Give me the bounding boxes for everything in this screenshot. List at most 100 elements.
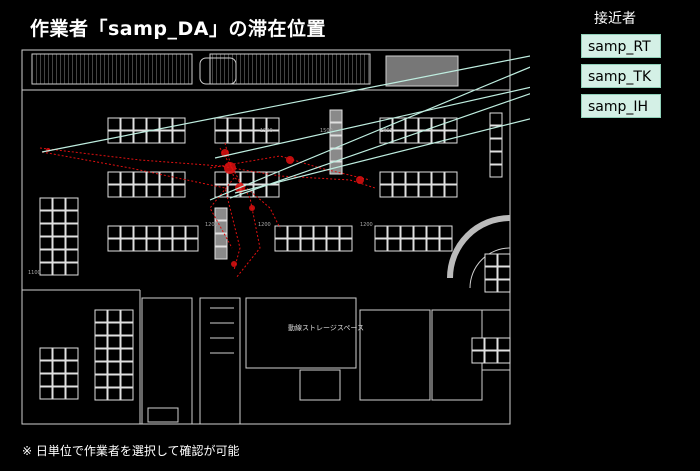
desk [120, 387, 134, 401]
desk [52, 360, 66, 374]
desk [65, 360, 79, 374]
desk [120, 184, 134, 198]
desk [172, 171, 186, 185]
legend-item-samp-tk[interactable]: samp_TK [581, 64, 661, 88]
legend-item-samp-rt[interactable]: samp_RT [581, 34, 661, 58]
desk [413, 238, 427, 252]
desk [146, 117, 160, 131]
desk [52, 386, 66, 400]
desk [94, 309, 108, 323]
desk [146, 225, 160, 239]
desk [227, 117, 241, 131]
desk [52, 249, 66, 263]
desk [52, 197, 66, 211]
desk [489, 151, 503, 165]
legend-item-samp-ih[interactable]: samp_IH [581, 94, 661, 118]
desk [94, 387, 108, 401]
movement-trail [39, 142, 376, 279]
desk [39, 373, 53, 387]
desk [52, 236, 66, 250]
desk [65, 249, 79, 263]
desk [52, 223, 66, 237]
desk [379, 184, 393, 198]
desk [120, 374, 134, 388]
desk [497, 279, 511, 293]
desk [120, 130, 134, 144]
desk [431, 171, 445, 185]
desk [52, 262, 66, 276]
desk [107, 374, 121, 388]
dim-label: 1200 [258, 222, 271, 228]
desk [471, 337, 485, 351]
desk [274, 225, 288, 239]
desk [266, 184, 280, 198]
desk [497, 266, 511, 280]
desk [497, 253, 511, 267]
desk [413, 225, 427, 239]
desk [329, 109, 343, 123]
desk [120, 117, 134, 131]
desk [159, 225, 173, 239]
desk [471, 350, 485, 364]
desk [107, 361, 121, 375]
desk [133, 171, 147, 185]
desk [214, 171, 228, 185]
desk [489, 112, 503, 126]
desk [287, 225, 301, 239]
desk [240, 130, 254, 144]
desk [497, 350, 511, 364]
desk [379, 130, 393, 144]
desk [133, 225, 147, 239]
desk [107, 117, 121, 131]
desk [159, 238, 173, 252]
desk [65, 197, 79, 211]
desk [484, 253, 498, 267]
desk [489, 164, 503, 178]
desk [133, 238, 147, 252]
desk [326, 238, 340, 252]
desk [39, 236, 53, 250]
desk [120, 238, 134, 252]
desk [94, 348, 108, 362]
desk [313, 238, 327, 252]
desk [431, 130, 445, 144]
desk [172, 225, 186, 239]
desk [313, 225, 327, 239]
desk [439, 238, 453, 252]
desk [159, 130, 173, 144]
desk [39, 197, 53, 211]
desk [94, 335, 108, 349]
footnote: ※ 日単位で作業者を選択して確認が可能 [22, 444, 240, 458]
desk [300, 238, 314, 252]
desk [65, 347, 79, 361]
dim-label: 1500 [320, 128, 333, 134]
desk [65, 223, 79, 237]
desk [120, 335, 134, 349]
dim-label: 1200 [360, 222, 373, 228]
desk [405, 171, 419, 185]
desk [107, 387, 121, 401]
storage-room-label: 動線ストレージスペース [288, 323, 364, 332]
desk [172, 238, 186, 252]
desk [418, 130, 432, 144]
desk [387, 238, 401, 252]
desk [240, 171, 254, 185]
desk [52, 347, 66, 361]
desk [418, 171, 432, 185]
desk [405, 117, 419, 131]
desk [444, 184, 458, 198]
desk [133, 117, 147, 131]
desk [120, 171, 134, 185]
desk [65, 262, 79, 276]
desk [426, 225, 440, 239]
desk [107, 322, 121, 336]
desk [287, 238, 301, 252]
desk [214, 117, 228, 131]
desk [266, 117, 280, 131]
desk [94, 374, 108, 388]
desk [374, 238, 388, 252]
desk [172, 130, 186, 144]
desk [379, 171, 393, 185]
desk [133, 184, 147, 198]
desk [94, 322, 108, 336]
